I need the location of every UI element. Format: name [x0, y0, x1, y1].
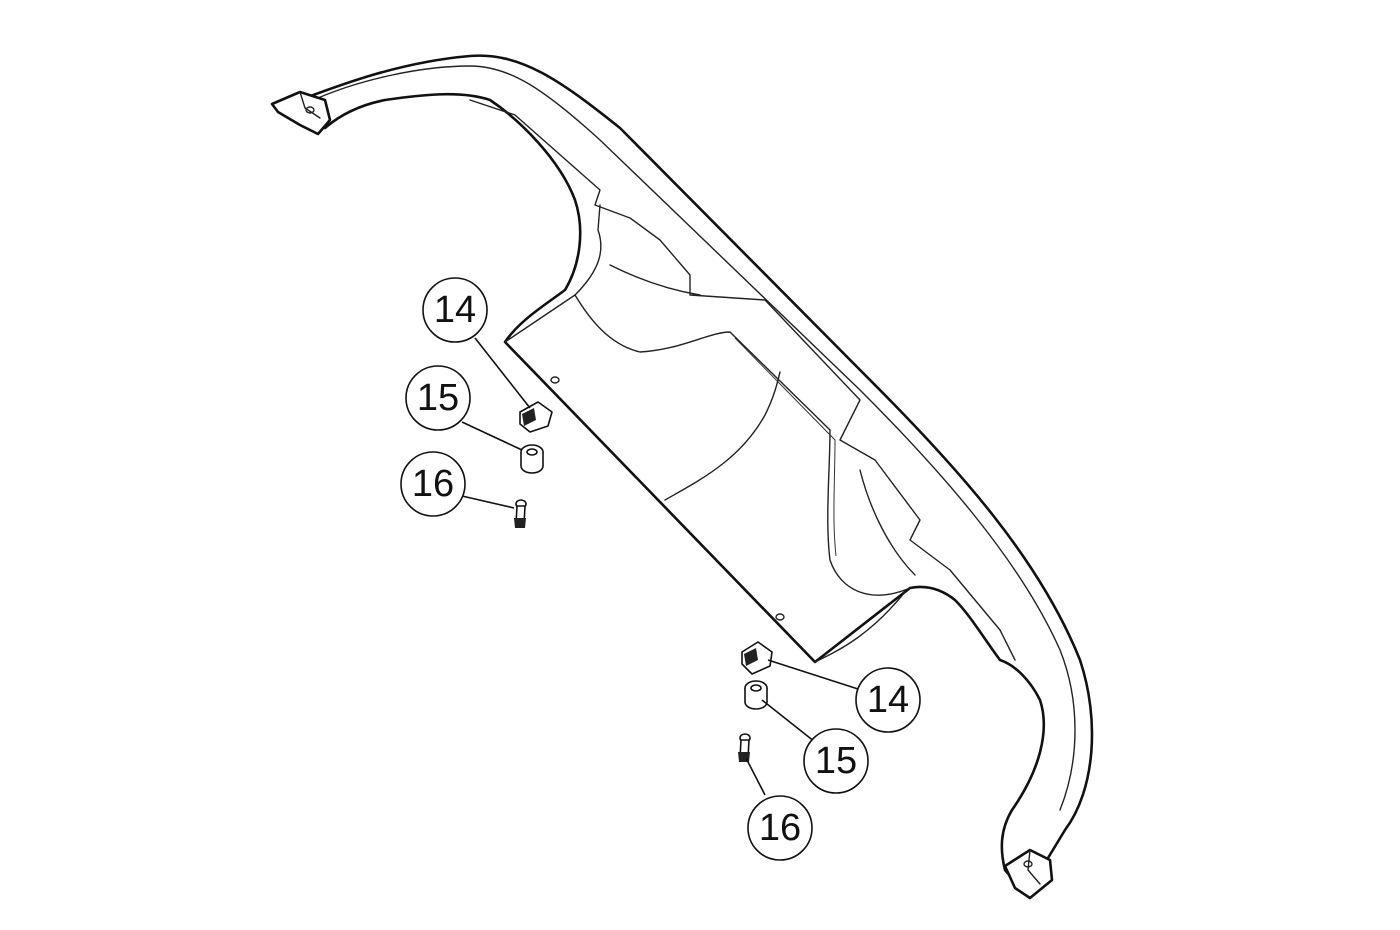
leader-15-left [461, 421, 523, 451]
callout-label: 16 [412, 463, 454, 505]
right-spacer [744, 680, 768, 710]
callout-15-right: 15 [803, 728, 869, 794]
callout-16-right: 16 [747, 795, 813, 861]
leader-16-right [745, 757, 766, 796]
rear-diffuser-panel [270, 54, 1094, 900]
leader-15-right [761, 699, 816, 743]
callout-16-left: 16 [400, 451, 466, 517]
leader-16-left [461, 495, 515, 509]
callout-15-left: 15 [405, 365, 471, 431]
callout-label: 16 [759, 807, 801, 849]
left-bolt [514, 499, 527, 528]
right-bolt [738, 733, 751, 762]
callout-label: 15 [417, 377, 459, 419]
callout-14-left: 14 [422, 277, 488, 343]
leader-14-right [767, 659, 859, 690]
callout-label: 15 [815, 740, 857, 782]
callout-label: 14 [434, 289, 476, 331]
left-clip-nut [519, 401, 553, 433]
left-spacer [520, 444, 544, 474]
callout-14-right: 14 [855, 667, 921, 733]
callout-label: 14 [867, 679, 909, 721]
right-clip-nut [741, 641, 773, 675]
leader-lines [461, 337, 859, 796]
leader-14-left [474, 337, 531, 409]
